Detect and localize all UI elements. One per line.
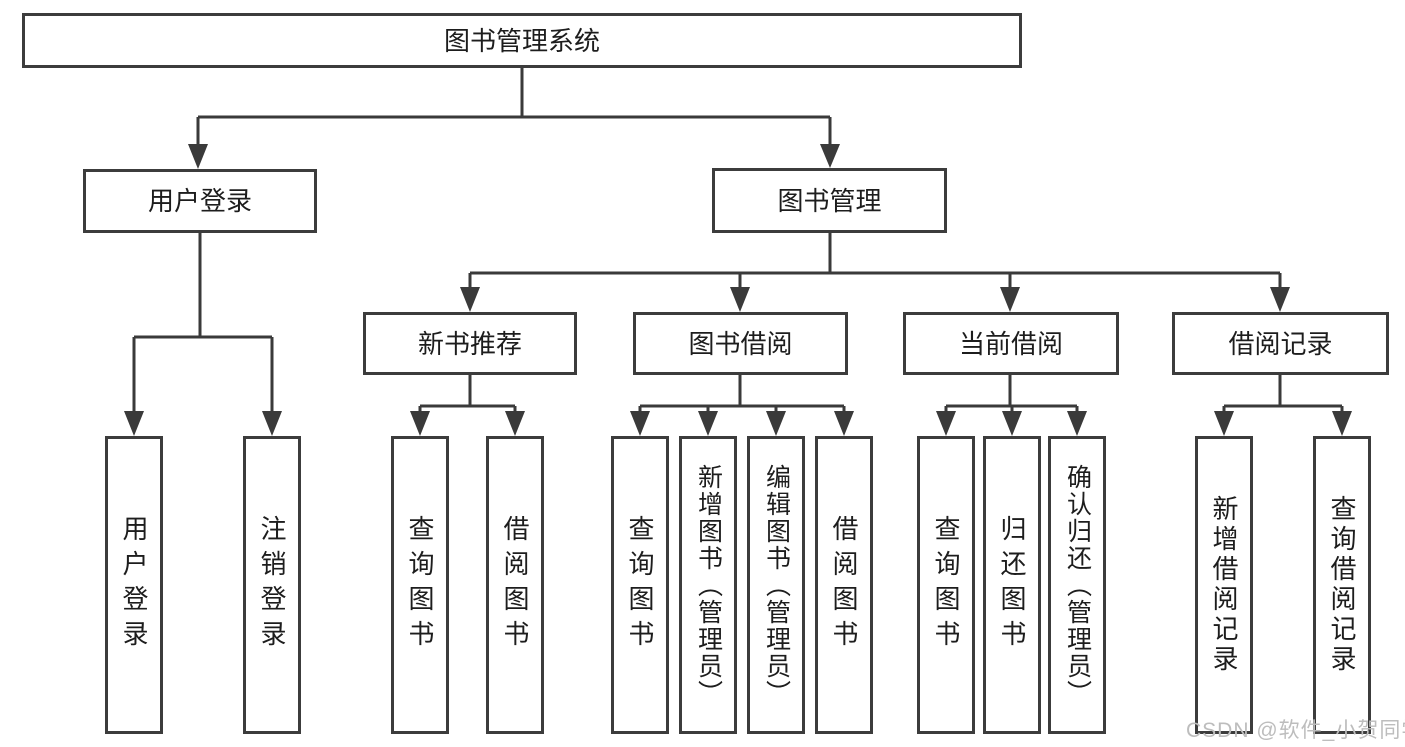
leaf-records-query-borrow-record: 查询借阅记录 <box>1313 436 1371 734</box>
node-book-management-system: 图书管理系统 <box>22 13 1022 68</box>
node-label: 新增借阅记录 <box>1209 495 1239 675</box>
node-label: 借阅记录 <box>1228 328 1333 359</box>
csdn-watermark: CSDN @软件_小贺同学 <box>1186 719 1405 742</box>
node-label: 查询借阅记录 <box>1327 495 1357 675</box>
node-label: 新增图书（管理员） <box>694 463 723 707</box>
node-label: 当前借阅 <box>958 328 1063 359</box>
node-label: 图书管理 <box>777 185 882 216</box>
node-label: 查询图书 <box>931 515 961 655</box>
node-label: 借阅图书 <box>829 515 859 655</box>
leaf-current-return-books: 归还图书 <box>983 436 1041 734</box>
node-label: 查询图书 <box>625 515 655 655</box>
node-label: 新书推荐 <box>417 328 522 359</box>
leaf-records-add-borrow-record: 新增借阅记录 <box>1195 436 1253 734</box>
leaf-current-confirm-return-admin: 确认归还（管理员） <box>1048 436 1106 734</box>
node-label: 注销登录 <box>257 515 287 655</box>
leaf-user-login: 用户登录 <box>105 436 163 734</box>
leaf-recommend-query-books: 查询图书 <box>391 436 449 734</box>
node-label: 图书借阅 <box>688 328 793 359</box>
leaf-logout: 注销登录 <box>243 436 301 734</box>
leaf-borrowing-query-books: 查询图书 <box>611 436 669 734</box>
node-label: 查询图书 <box>405 515 435 655</box>
node-user-login: 用户登录 <box>83 169 317 233</box>
node-current-borrowing: 当前借阅 <box>903 312 1119 375</box>
node-borrowing-records: 借阅记录 <box>1172 312 1389 375</box>
node-book-borrowing: 图书借阅 <box>633 312 848 375</box>
leaf-borrowing-add-books-admin: 新增图书（管理员） <box>679 436 737 734</box>
node-label: 确认归还（管理员） <box>1063 463 1092 707</box>
node-label: 图书管理系统 <box>443 25 600 56</box>
node-label: 借阅图书 <box>500 515 530 655</box>
leaf-borrowing-edit-books-admin: 编辑图书（管理员） <box>747 436 805 734</box>
node-label: 用户登录 <box>147 186 252 216</box>
node-book-management: 图书管理 <box>712 168 947 233</box>
node-new-book-recommendation: 新书推荐 <box>363 312 577 375</box>
leaf-recommend-borrow-books: 借阅图书 <box>486 436 544 734</box>
node-label: 归还图书 <box>997 515 1027 655</box>
node-label: 用户登录 <box>119 515 149 655</box>
leaf-current-query-books: 查询图书 <box>917 436 975 734</box>
leaf-borrowing-borrow-books: 借阅图书 <box>815 436 873 734</box>
node-label: 编辑图书（管理员） <box>762 463 791 707</box>
